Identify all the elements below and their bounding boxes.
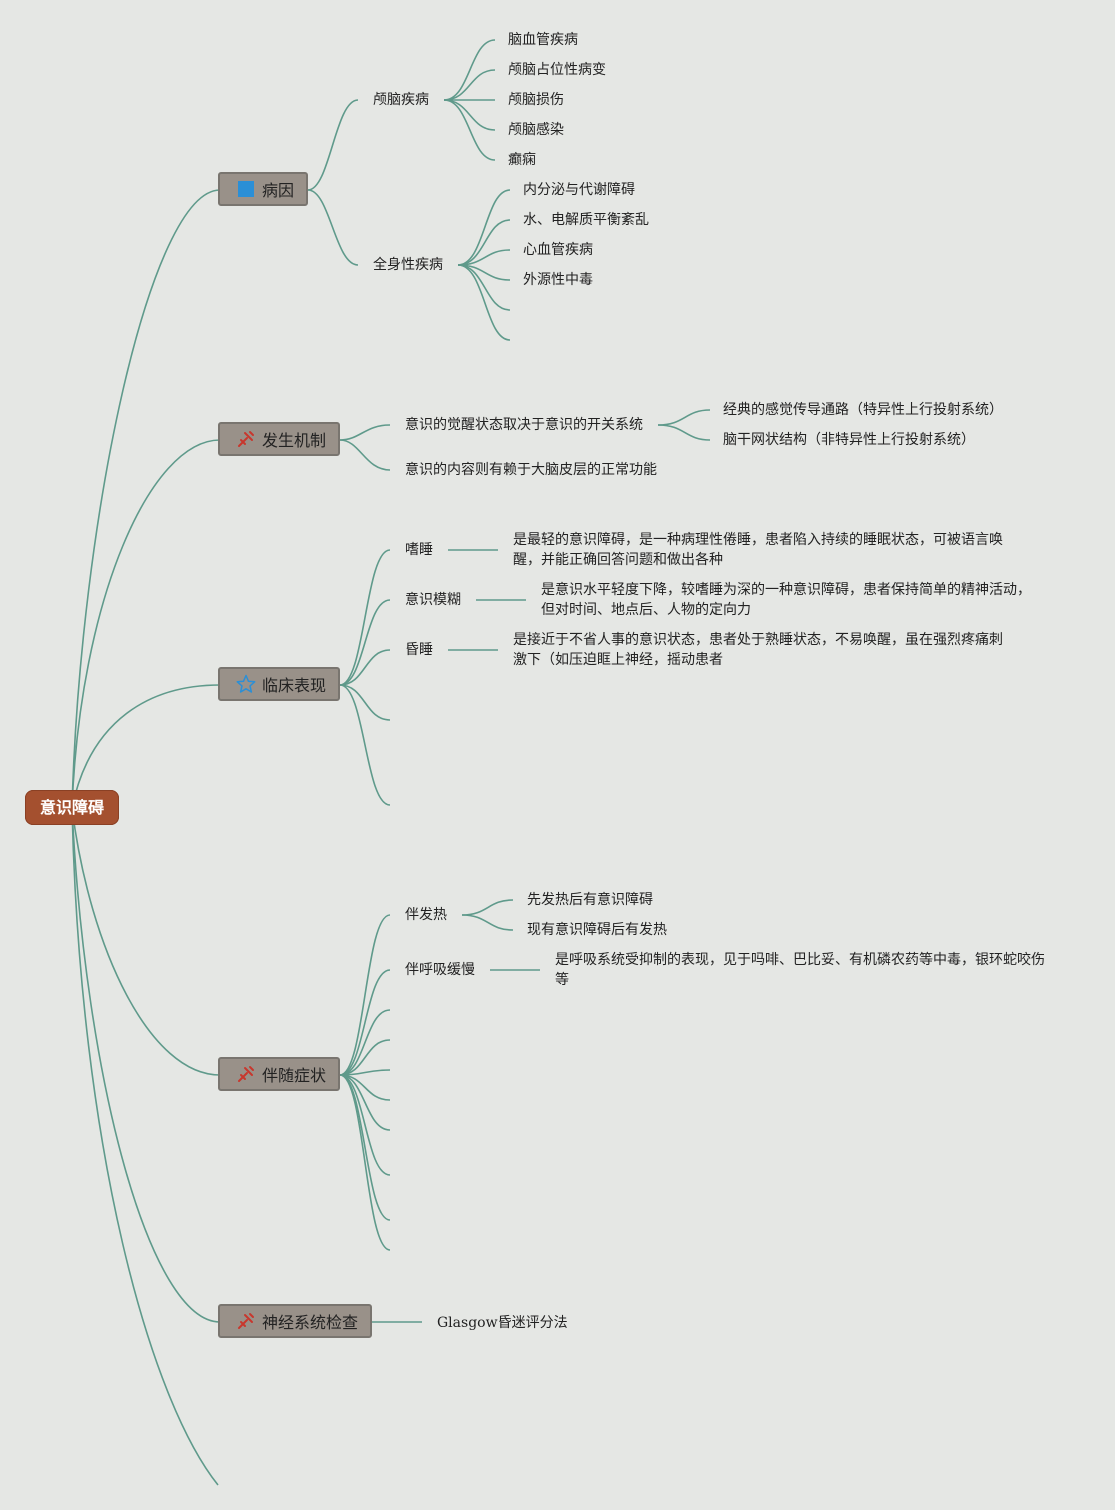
root-topic[interactable]: 意识障碍 (25, 790, 119, 825)
topic-glasgow[interactable]: Glasgow昏迷评分法 (437, 1315, 568, 1331)
topic-description[interactable]: 是意识水平轻度下降，较嗜睡为深的一种意识障碍，患者保持简单的精神活动，但对时间、… (541, 582, 1031, 618)
topic-mechanism-2[interactable]: 意识的内容则有赖于大脑皮层的正常功能 (405, 462, 657, 478)
topic-slow-breath[interactable]: 伴呼吸缓慢 (405, 962, 475, 978)
branch-mechanism[interactable]: 发生机制 (218, 422, 340, 456)
topic-clinical-item[interactable]: 昏睡 (405, 642, 433, 658)
topic-systemic[interactable]: 全身性疾病 (373, 257, 443, 273)
branch-label: 临床表现 (262, 676, 327, 695)
topic-leaf[interactable]: 颅脑损伤 (508, 92, 564, 108)
topic-description[interactable]: 是呼吸系统受抑制的表现，见于吗啡、巴比妥、有机磷农药等中毒，银环蛇咬伤等 (555, 952, 1045, 988)
branch-label: 发生机制 (262, 431, 327, 450)
topic-mechanism-1[interactable]: 意识的觉醒状态取决于意识的开关系统 (405, 417, 643, 433)
branch-accompany[interactable]: 伴随症状 (218, 1057, 340, 1091)
branch-neuro-exam[interactable]: 神经系统检查 (218, 1304, 372, 1338)
topic-leaf[interactable]: 外源性中毒 (523, 272, 593, 288)
branch-etiology[interactable]: 病因 (218, 172, 308, 206)
topic-leaf[interactable]: 颅脑感染 (508, 122, 564, 138)
topic-leaf[interactable]: 先发热后有意识障碍 (527, 892, 653, 908)
branch-label: 病因 (262, 181, 295, 200)
tools-icon (236, 1064, 256, 1084)
branch-label: 伴随症状 (262, 1066, 327, 1085)
topic-clinical-item[interactable]: 意识模糊 (405, 592, 461, 608)
topic-description[interactable]: 是接近于不省人事的意识状态，患者处于熟睡状态，不易唤醒，虽在强烈疼痛刺激下（如压… (513, 632, 1003, 668)
topic-leaf[interactable]: 颅脑占位性病变 (508, 62, 606, 78)
topic-leaf[interactable]: 内分泌与代谢障碍 (523, 182, 635, 198)
branch-clinical[interactable]: 临床表现 (218, 667, 340, 701)
topic-clinical-item[interactable]: 嗜睡 (405, 542, 433, 558)
topic-intracranial[interactable]: 颅脑疾病 (373, 92, 429, 108)
blue-square-icon (236, 179, 256, 199)
topic-leaf[interactable]: 心血管疾病 (523, 242, 593, 258)
topic-leaf[interactable]: 癫痫 (508, 152, 536, 168)
topic-fever[interactable]: 伴发热 (405, 907, 447, 923)
topic-leaf[interactable]: 脑血管疾病 (508, 32, 578, 48)
tools-icon (236, 429, 256, 449)
topic-leaf[interactable]: 水、电解质平衡紊乱 (523, 212, 649, 228)
branch-label: 神经系统检查 (262, 1313, 359, 1332)
topic-leaf[interactable]: 经典的感觉传导通路（特异性上行投射系统） (723, 402, 1003, 418)
star-icon (236, 674, 256, 694)
topic-leaf[interactable]: 现有意识障碍后有发热 (527, 922, 667, 938)
topic-description[interactable]: 是最轻的意识障碍，是一种病理性倦睡，患者陷入持续的睡眠状态，可被语言唤醒，并能正… (513, 532, 1003, 568)
topic-leaf[interactable]: 脑干网状结构（非特异性上行投射系统） (723, 432, 975, 448)
tools-icon (236, 1311, 256, 1331)
